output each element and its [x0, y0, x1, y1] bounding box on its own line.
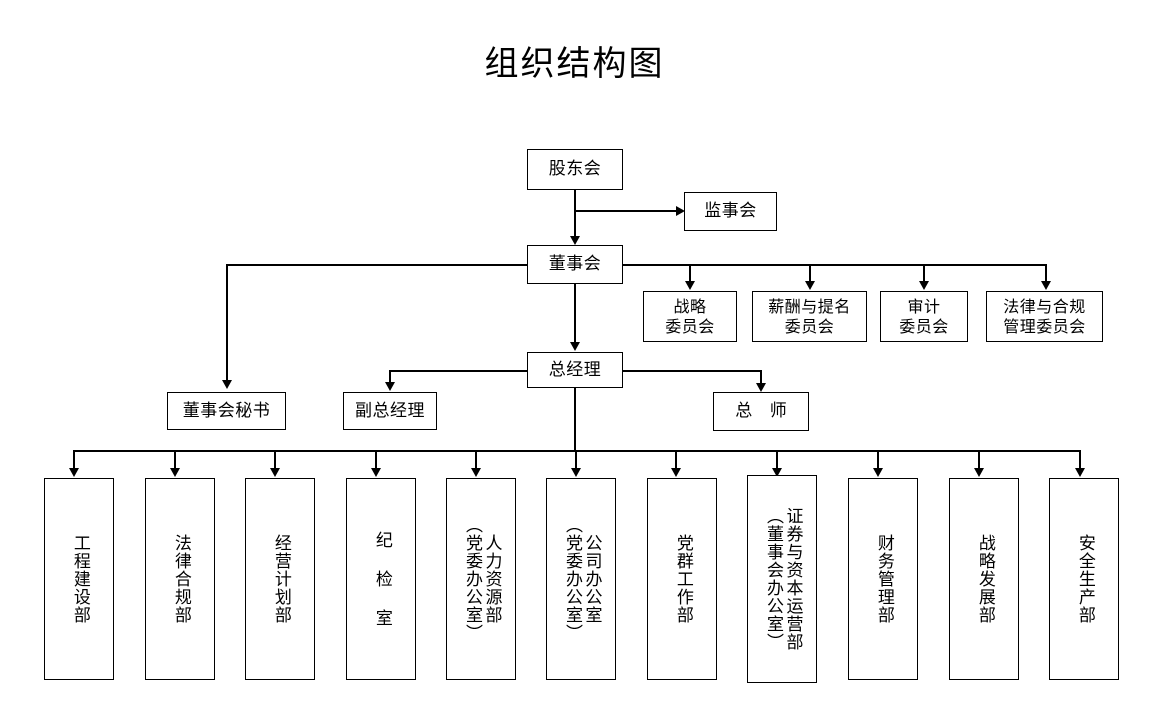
- node-department-securities-capital-operation[interactable]: 证券与资本运营部 （董事会办公室）: [747, 475, 817, 683]
- connector-shareholders-to-supervisory: [574, 210, 678, 212]
- connector-department-drop-2: [174, 450, 176, 472]
- connector-department-drop-3: [274, 450, 276, 472]
- arrow-to-department-10: [974, 468, 984, 477]
- arrow-to-department-8: [772, 468, 782, 477]
- connector-department-drop-4: [375, 450, 377, 472]
- node-department-strategic-development[interactable]: 战略发展部: [949, 478, 1019, 680]
- node-chief-engineer[interactable]: 总 师: [713, 392, 809, 431]
- node-department-legal-compliance[interactable]: 法律合规部: [145, 478, 215, 680]
- connector-department-drop-7: [675, 450, 677, 472]
- connector-committee-drop-3: [923, 264, 925, 284]
- node-department-business-planning[interactable]: 经营计划部: [245, 478, 315, 680]
- arrow-to-department-9: [873, 468, 883, 477]
- arrow-to-committee-4: [1041, 281, 1051, 290]
- arrow-to-committee-3: [919, 281, 929, 290]
- node-committee-audit[interactable]: 审计 委员会: [880, 291, 968, 342]
- arrow-to-board-secretary: [222, 380, 232, 389]
- arrow-to-department-6: [571, 468, 581, 477]
- department-label-11: 安全生产部: [1074, 534, 1095, 624]
- node-department-company-office[interactable]: 公司办公室 （党委办公室）: [546, 478, 616, 680]
- connector-board-to-general-manager: [574, 284, 576, 344]
- arrow-to-department-7: [671, 468, 681, 477]
- node-committee-strategy[interactable]: 战略 委员会: [643, 291, 737, 342]
- node-deputy-general-manager[interactable]: 副总经理: [343, 392, 437, 430]
- connector-department-drop-1: [73, 450, 75, 472]
- connector-gm-right-arm: [622, 370, 761, 372]
- node-department-safety-production[interactable]: 安全生产部: [1049, 478, 1119, 680]
- arrow-to-department-5: [471, 468, 481, 477]
- connector-committee-drop-2: [809, 264, 811, 284]
- department-label-6: 公司办公室 （党委办公室）: [562, 516, 602, 642]
- arrow-to-department-11: [1075, 468, 1085, 477]
- arrow-to-department-2: [170, 468, 180, 477]
- arrow-to-department-1: [69, 468, 79, 477]
- node-department-engineering-construction[interactable]: 工程建设部: [44, 478, 114, 680]
- connector-shareholders-to-board: [574, 210, 576, 240]
- department-label-1: 工程建设部: [69, 534, 90, 624]
- node-committee-compensation-nomination[interactable]: 薪酬与提名 委员会: [752, 291, 867, 342]
- connector-department-drop-6: [575, 450, 577, 472]
- department-label-4: 纪 检 室: [371, 531, 392, 627]
- connector-department-drop-8: [776, 450, 778, 472]
- node-board-secretary[interactable]: 董事会秘书: [167, 392, 286, 430]
- department-label-2: 法律合规部: [170, 534, 191, 624]
- arrow-to-general-manager: [570, 342, 580, 351]
- node-general-manager[interactable]: 总经理: [527, 352, 623, 388]
- connector-board-to-secretary: [226, 264, 228, 384]
- connector-department-drop-10: [978, 450, 980, 472]
- connector-gm-to-deputy: [389, 370, 391, 386]
- node-shareholders[interactable]: 股东会: [527, 149, 623, 190]
- node-supervisory-board[interactable]: 监事会: [684, 192, 777, 231]
- connector-gm-to-department-bar: [574, 388, 576, 451]
- connector-committee-drop-1: [689, 264, 691, 284]
- department-label-5: 人力资源部 （党委办公室）: [462, 516, 502, 642]
- connector-department-drop-5: [475, 450, 477, 472]
- arrow-to-supervisory-board: [676, 206, 685, 216]
- arrow-to-department-4: [371, 468, 381, 477]
- department-label-7: 党群工作部: [672, 534, 693, 624]
- arrow-to-committee-2: [805, 281, 815, 290]
- arrow-to-chief-engineer: [756, 383, 766, 392]
- arrow-to-department-3: [270, 468, 280, 477]
- department-label-8: 证券与资本运营部 （董事会办公室）: [763, 507, 803, 651]
- node-committee-legal-compliance[interactable]: 法律与合规 管理委员会: [986, 291, 1103, 342]
- node-board-of-directors[interactable]: 董事会: [527, 245, 623, 284]
- page-title: 组织结构图: [484, 44, 665, 84]
- connector-department-drop-9: [877, 450, 879, 472]
- connector-board-left-arm: [226, 264, 528, 266]
- connector-gm-left-arm: [389, 370, 528, 372]
- department-label-3: 经营计划部: [270, 534, 291, 624]
- node-department-discipline-inspection[interactable]: 纪 检 室: [346, 478, 416, 680]
- arrow-to-deputy-general-manager: [385, 382, 395, 391]
- connector-shareholders-stem: [574, 190, 576, 212]
- connector-committee-drop-4: [1045, 264, 1047, 284]
- arrow-to-board-of-directors: [570, 236, 580, 245]
- connector-board-committee-bar: [622, 264, 1046, 266]
- connector-gm-to-chief-engineer: [760, 370, 762, 387]
- node-department-human-resources[interactable]: 人力资源部 （党委办公室）: [446, 478, 516, 680]
- node-department-financial-management[interactable]: 财务管理部: [848, 478, 918, 680]
- department-label-10: 战略发展部: [974, 534, 995, 624]
- connector-department-drop-11: [1079, 450, 1081, 472]
- arrow-to-committee-1: [685, 281, 695, 290]
- node-department-party-mass-work[interactable]: 党群工作部: [647, 478, 717, 680]
- department-label-9: 财务管理部: [873, 534, 894, 624]
